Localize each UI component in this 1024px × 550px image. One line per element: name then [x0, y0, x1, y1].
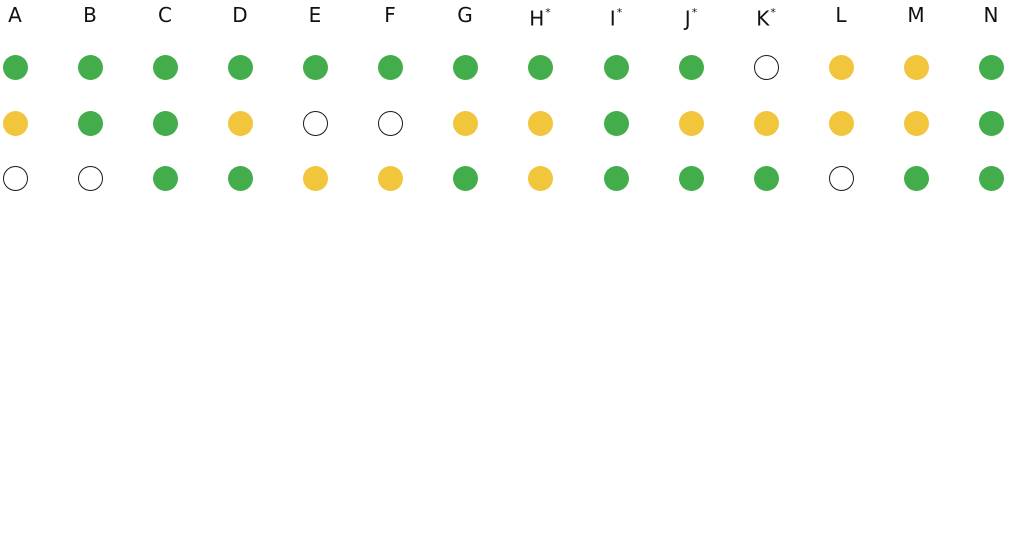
asterisk-marker: * [691, 6, 698, 19]
status-dot-green [2, 54, 28, 80]
status-dot-green [603, 54, 629, 80]
column-header-h: H* [520, 2, 560, 32]
column-header-l: L [821, 2, 861, 28]
column-header-b: B [70, 2, 110, 28]
column-header-j: J* [671, 2, 711, 32]
status-dot-green [678, 54, 704, 80]
status-dot-yellow [377, 165, 403, 191]
status-dot-green [302, 54, 328, 80]
column-label: D [232, 3, 248, 27]
status-dot-yellow [678, 110, 704, 136]
column-header-c: C [145, 2, 185, 28]
status-dot-yellow [903, 54, 929, 80]
status-dot-empty [302, 110, 328, 136]
status-dot-green [377, 54, 403, 80]
status-dot-yellow [527, 110, 553, 136]
column-header-m: M [896, 2, 936, 28]
column-label: C [158, 3, 172, 27]
status-dot-empty [753, 54, 779, 80]
status-dot-green [452, 165, 478, 191]
asterisk-marker: * [770, 6, 776, 19]
status-dot-yellow [828, 54, 854, 80]
column-label: F [384, 3, 396, 27]
column-label: G [457, 3, 473, 27]
status-dot-yellow [527, 165, 553, 191]
status-dot-empty [377, 110, 403, 136]
column-header-k: K* [746, 2, 786, 32]
status-dot-green [227, 54, 253, 80]
status-dot-green [603, 110, 629, 136]
status-dot-green [77, 110, 103, 136]
column-label: E [308, 3, 322, 27]
status-dot-green [603, 165, 629, 191]
column-header-d: D [220, 2, 260, 28]
status-dot-green [152, 54, 178, 80]
column-header-a: A [0, 2, 35, 28]
status-dot-green [452, 54, 478, 80]
status-dot-green [152, 110, 178, 136]
status-dot-yellow [828, 110, 854, 136]
status-dot-empty [77, 165, 103, 191]
column-header-g: G [445, 2, 485, 28]
status-dot-yellow [753, 110, 779, 136]
column-header-i: I* [596, 2, 636, 32]
column-label: M [907, 3, 925, 27]
status-dot-yellow [302, 165, 328, 191]
column-label: L [835, 3, 847, 27]
status-dot-yellow [903, 110, 929, 136]
status-dot-yellow [452, 110, 478, 136]
status-dot-green [678, 165, 704, 191]
column-label: K [756, 6, 770, 31]
column-label: I [609, 6, 616, 31]
column-label: B [83, 3, 97, 27]
status-dot-empty [2, 165, 28, 191]
status-dot-green [903, 165, 929, 191]
status-dot-green [978, 110, 1004, 136]
asterisk-marker: * [616, 6, 623, 19]
status-dot-green [978, 165, 1004, 191]
status-dot-green [227, 165, 253, 191]
status-dot-green [527, 54, 553, 80]
status-dot-green [77, 54, 103, 80]
status-dot-green [978, 54, 1004, 80]
asterisk-marker: * [545, 6, 551, 19]
column-header-f: F [370, 2, 410, 28]
column-label: H [529, 6, 545, 31]
column-label: N [983, 3, 999, 27]
column-label: J [684, 6, 691, 31]
column-header-n: N [971, 2, 1011, 28]
column-header-e: E [295, 2, 335, 28]
status-dot-yellow [227, 110, 253, 136]
status-dot-yellow [2, 110, 28, 136]
status-dot-green [753, 165, 779, 191]
status-dot-empty [828, 165, 854, 191]
status-dot-green [152, 165, 178, 191]
column-label: A [8, 3, 22, 27]
